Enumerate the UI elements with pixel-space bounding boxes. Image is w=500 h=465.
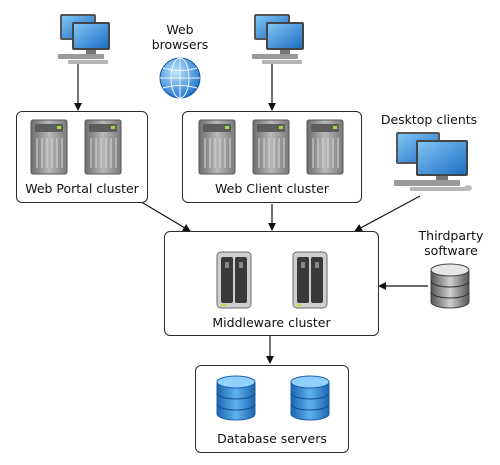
web-client-cluster-label: Web Client cluster (215, 181, 329, 196)
computer-icon (58, 14, 110, 64)
database-servers-box: Database servers (195, 365, 349, 453)
database-icon (430, 263, 470, 309)
nas-server-icon (292, 251, 328, 309)
thirdparty-software-label: Thirdparty software (418, 228, 484, 258)
server-tower-icon (198, 119, 236, 175)
computer-icon (252, 14, 304, 64)
server-tower-icon (252, 119, 290, 175)
desktop-clients-label: Desktop clients (380, 112, 478, 127)
web-browsers-label: Web browsers (151, 22, 209, 52)
server-tower-icon (84, 119, 122, 175)
server-tower-icon (30, 119, 68, 175)
arrow-desktop-to-middleware (354, 195, 421, 232)
middleware-cluster-label: Middleware cluster (212, 315, 331, 330)
server-tower-icon (306, 119, 344, 175)
nas-server-icon (216, 251, 252, 309)
middleware-cluster-box: Middleware cluster (164, 231, 379, 336)
database-icon (290, 375, 330, 421)
web-client-cluster-box: Web Client cluster (182, 111, 362, 203)
database-icon (216, 375, 256, 421)
web-portal-cluster-box: Web Portal cluster (16, 111, 148, 203)
arrow-portal-to-middleware (137, 199, 191, 232)
database-servers-label: Database servers (217, 431, 327, 446)
globe-icon (159, 57, 201, 99)
web-portal-cluster-label: Web Portal cluster (25, 181, 139, 196)
computer-icon (394, 132, 472, 191)
